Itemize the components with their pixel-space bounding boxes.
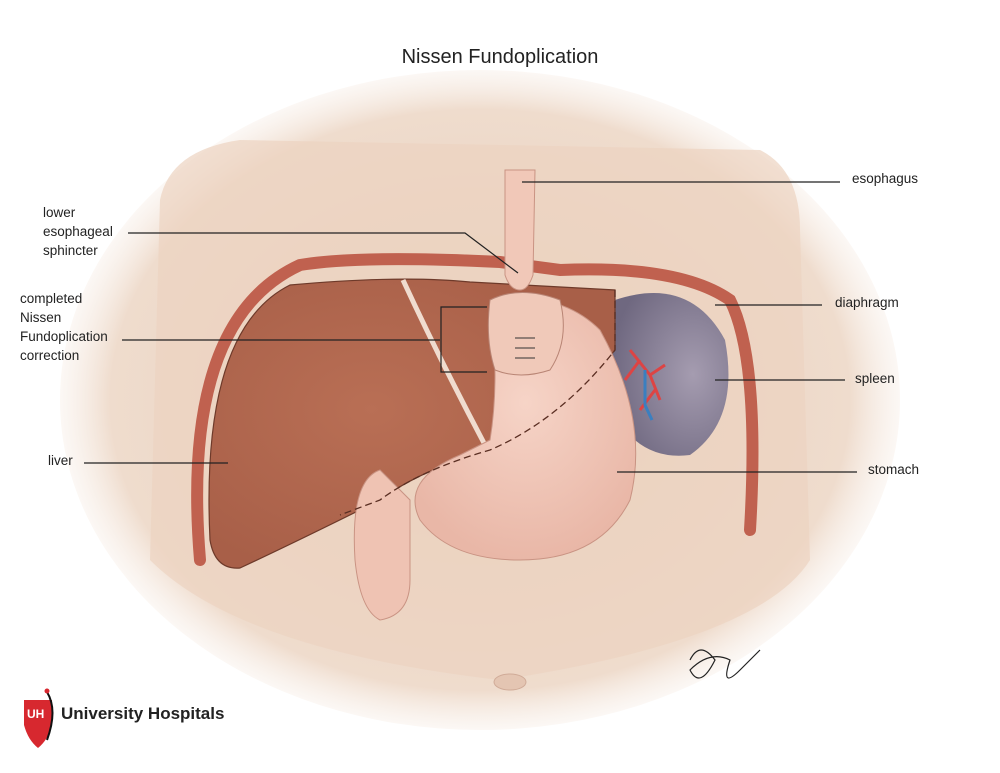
- leader-nissen: [122, 306, 487, 373]
- label-nissen: completed Nissen Fundoplication correcti…: [20, 289, 108, 365]
- stomach: [414, 297, 637, 561]
- label-nissen-line: Nissen: [20, 310, 62, 325]
- svg-text:UH: UH: [27, 707, 44, 721]
- label-les-line: lower: [43, 205, 76, 220]
- label-les-line: sphincter: [43, 243, 98, 258]
- label-esophagus: esophagus: [852, 171, 919, 186]
- label-nissen-line: completed: [20, 291, 83, 306]
- sutures-icon: [515, 337, 535, 359]
- esophagus: [504, 169, 536, 291]
- label-liver: liver: [48, 453, 73, 468]
- navel: [493, 673, 527, 691]
- label-les: lower esophageal sphincter: [43, 203, 113, 260]
- label-nissen-line: Fundoplication: [20, 329, 108, 344]
- leader-les: [128, 232, 519, 274]
- label-spleen: spleen: [855, 371, 895, 386]
- diagram-title: Nissen Fundoplication: [401, 46, 599, 68]
- label-stomach: stomach: [868, 462, 920, 477]
- label-diaphragm: diaphragm: [835, 295, 899, 310]
- fundoplication-wrap: [487, 292, 564, 376]
- logo-name: University Hospitals: [61, 704, 225, 723]
- label-nissen-line: correction: [20, 348, 80, 363]
- liver-outline-dashed: [339, 290, 616, 516]
- falciform-ligament: [400, 278, 488, 447]
- spleen: [610, 293, 729, 456]
- label-les-line: esophageal: [43, 224, 113, 239]
- artist-signature: [689, 649, 761, 679]
- spleen-vessels: [623, 349, 666, 411]
- duodenum: [353, 469, 411, 621]
- uh-logo-icon: UH: [24, 688, 54, 748]
- diaphragm: [191, 253, 759, 566]
